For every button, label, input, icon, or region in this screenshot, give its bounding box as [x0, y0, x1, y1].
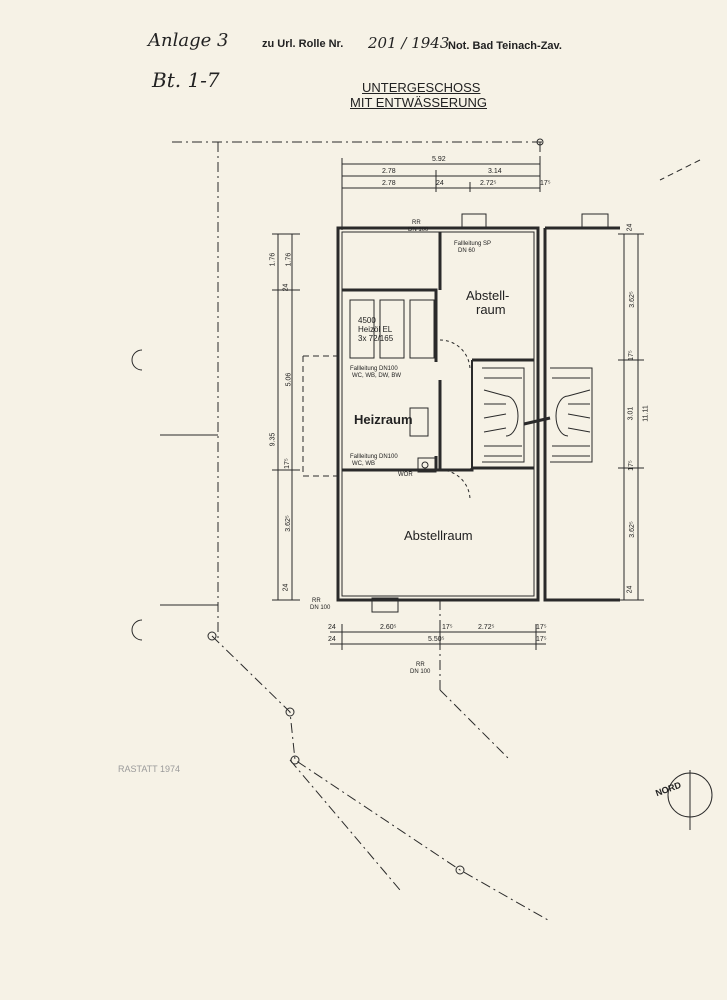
- boundary-line-diagonal-1: [211, 635, 549, 921]
- dim-left-l3: 24: [282, 283, 290, 292]
- typed-roll-label: zu Url. Rolle Nr.: [262, 38, 344, 50]
- note-fallleitung-dn100-a-sub: WC, WB, DW, BW: [352, 373, 401, 379]
- handwritten-bt-note: Bt. 1-7: [152, 68, 220, 92]
- note-rr-bottom: RR: [416, 662, 425, 668]
- handwritten-annex-note: Anlage 3: [148, 30, 229, 51]
- note-dn100-bottom: DN 100: [410, 669, 431, 675]
- dim-left-l1: 1.76: [269, 252, 277, 267]
- dim-right-r8: 24: [626, 585, 634, 594]
- room-abstellraum-bottom: Abstellraum: [404, 528, 473, 543]
- note-fallleitung-dn100-a: Fallleitung DN100: [350, 366, 398, 372]
- note-fallleitung-sp: Fallleitung SP: [454, 241, 492, 247]
- note-rr-top: RR: [412, 220, 421, 226]
- dim-top-b1: 2.78: [382, 180, 396, 187]
- dim-left-l2: 1.76: [285, 252, 293, 267]
- dim-right-r6: 17⁵: [627, 460, 635, 471]
- dim-left-l8: 24: [282, 583, 290, 592]
- dim-bottom-d2: 5.50⁵: [428, 636, 445, 643]
- plan-title-line2: MIT ENTWÄSSERUNG: [350, 95, 487, 110]
- dim-top-a1: 2.78: [382, 168, 396, 175]
- tank-capacity: 4500: [358, 316, 376, 325]
- note-fallleitung-dn100-b-sub: WC, WB: [352, 461, 375, 467]
- stair-right: [550, 367, 593, 463]
- dim-left-l6: 17⁵: [283, 458, 291, 469]
- dim-bottom-c1: 24: [328, 624, 336, 631]
- note-rr-left: RR: [312, 598, 321, 604]
- dim-left-l5: 9.35: [269, 432, 277, 447]
- note-dn100-left: DN 100: [310, 605, 331, 611]
- dim-top-a2: 3.14: [488, 168, 502, 175]
- dim-top-b4: 17⁵: [540, 180, 551, 187]
- dim-bottom-c2: 2.60⁵: [380, 624, 397, 631]
- dim-right-r1: 24: [626, 223, 634, 232]
- dim-right-r5: 11.11: [642, 405, 650, 422]
- note-dn60: DN 60: [458, 248, 476, 254]
- dim-top-b3: 2.72⁵: [480, 180, 497, 187]
- tank-fuel: Heizöl EL: [358, 325, 393, 334]
- room-abstellraum-top-line1: Abstell-: [466, 288, 510, 303]
- dim-left-l7: 3.62⁵: [284, 515, 292, 532]
- tank-dimensions: 3x 72/165: [358, 334, 394, 343]
- note-fallleitung-dn100-b: Fallleitung DN100: [350, 454, 398, 460]
- stamp-text: RASTATT 1974: [118, 764, 181, 774]
- handwritten-roll-number: 201 / 1943: [368, 34, 450, 52]
- dim-left-l4: 5.06: [285, 372, 293, 387]
- dim-top-b2: 24: [436, 180, 444, 187]
- room-heizraum: Heizraum: [354, 412, 413, 427]
- note-wor: WOR: [398, 472, 413, 478]
- dim-right-r2: 3.62⁵: [628, 291, 636, 308]
- dim-bottom-c5: 17⁵: [536, 624, 547, 631]
- room-abstellraum-top-line2: raum: [476, 302, 506, 317]
- dim-right-r7: 3.62⁵: [628, 521, 636, 538]
- dim-bottom-d1: 24: [328, 636, 336, 643]
- dim-right-r3: 17⁵: [627, 350, 635, 361]
- note-dn100-top: DN 100: [408, 227, 429, 233]
- dim-bottom-c4: 2.72⁵: [478, 624, 495, 631]
- dim-bottom-d3: 17⁵: [536, 636, 547, 643]
- dim-bottom-c3: 17⁵: [442, 624, 453, 631]
- dim-right-r4: 3.01: [627, 406, 635, 421]
- dim-top-overall: 5.92: [432, 156, 446, 163]
- plan-title-line1: UNTERGESCHOSS: [362, 80, 481, 95]
- stair-left: [482, 367, 525, 463]
- notary-label: Not. Bad Teinach-Zav.: [448, 40, 562, 52]
